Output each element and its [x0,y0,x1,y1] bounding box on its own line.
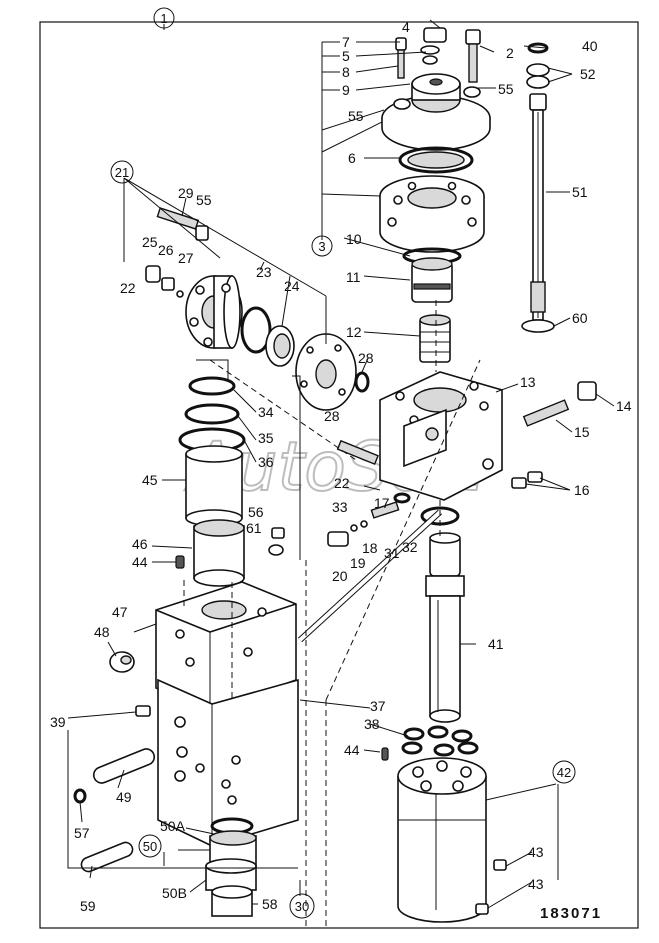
label-29: 29 [178,185,194,201]
svg-text:42: 42 [557,765,571,780]
label-52: 52 [580,66,596,82]
label-55-left: 55 [196,192,212,208]
label-12: 12 [346,324,362,340]
label-9: 9 [342,82,350,98]
label-49: 49 [116,789,132,805]
label-16: 16 [574,482,590,498]
circled-ref-42: 42 [552,760,576,784]
lower-housing-42 [381,725,507,923]
label-11: 11 [346,269,361,285]
label-22-mid: 22 [334,475,350,491]
label-24: 24 [284,278,300,294]
label-31: 31 [384,545,400,561]
label-36: 36 [258,454,274,470]
label-59: 59 [80,898,96,914]
label-55-mid: 55 [348,108,364,124]
circled-ref-21: 21 [110,160,134,184]
left-seal-stack [175,376,285,587]
label-28-upper: 28 [358,350,374,366]
main-valve-body [379,371,597,501]
label-14: 14 [616,398,632,414]
svg-text:30: 30 [295,899,309,914]
label-35: 35 [258,430,274,446]
label-33: 33 [332,499,348,515]
label-8: 8 [342,64,350,80]
label-40: 40 [582,38,598,54]
spool-shaft [425,532,465,723]
label-32: 32 [402,539,418,555]
label-20: 20 [332,568,348,584]
label-43-upper: 43 [528,844,544,860]
label-39: 39 [50,714,66,730]
label-23: 23 [256,264,272,280]
label-45: 45 [142,472,158,488]
label-5: 5 [342,48,350,64]
label-26: 26 [158,242,174,258]
label-18: 18 [362,540,378,556]
leader-lines [67,19,615,909]
svg-text:50: 50 [143,839,157,854]
label-17: 17 [374,495,390,511]
label-37: 37 [370,698,386,714]
diagram-frame [39,21,639,929]
long-rod-assembly [521,42,555,333]
label-28-lower: 28 [324,408,340,424]
label-27: 27 [178,250,194,266]
label-51: 51 [572,184,588,200]
label-58: 58 [262,896,278,912]
drawing-number: 183071 [540,905,602,922]
lower-body-30 [73,678,299,917]
label-41: 41 [488,636,504,652]
label-44-left: 44 [132,554,148,570]
label-6: 6 [348,150,356,166]
label-13: 13 [520,374,536,390]
label-56: 56 [248,504,264,520]
circled-ref-30: 30 [289,893,315,919]
assembly-guide-lines [183,300,481,930]
circled-ref-3: 3 [311,235,333,257]
small-fittings [327,439,411,547]
top-cover-assembly [379,27,491,363]
label-61: 61 [246,520,262,536]
label-43-lower: 43 [528,876,544,892]
label-7: 7 [342,34,350,50]
svg-text:3: 3 [318,239,325,254]
label-10: 10 [346,231,362,247]
label-55-top: 55 [498,81,514,97]
label-2: 2 [506,45,514,61]
label-47: 47 [112,604,128,620]
label-4: 4 [402,19,410,35]
label-48: 48 [94,624,110,640]
label-50a: 50A [160,818,186,834]
circled-ref-50: 50 [138,834,162,858]
label-38: 38 [364,716,380,732]
label-34: 34 [258,404,274,420]
label-19: 19 [350,555,366,571]
label-50b: 50B [162,885,187,901]
part-labels: 2 4 5 6 7 8 9 10 11 12 13 14 15 16 17 18… [50,19,632,914]
label-46: 46 [132,536,148,552]
circled-ref-1: 1 [153,7,175,29]
label-25: 25 [142,234,158,250]
left-flange-group [145,207,370,411]
svg-text:21: 21 [115,165,129,180]
lower-block-47 [109,581,297,711]
label-15: 15 [574,424,590,440]
label-57: 57 [74,825,90,841]
label-44-right: 44 [344,742,360,758]
label-60: 60 [572,310,588,326]
label-22-left: 22 [120,280,136,296]
svg-text:1: 1 [160,11,167,26]
